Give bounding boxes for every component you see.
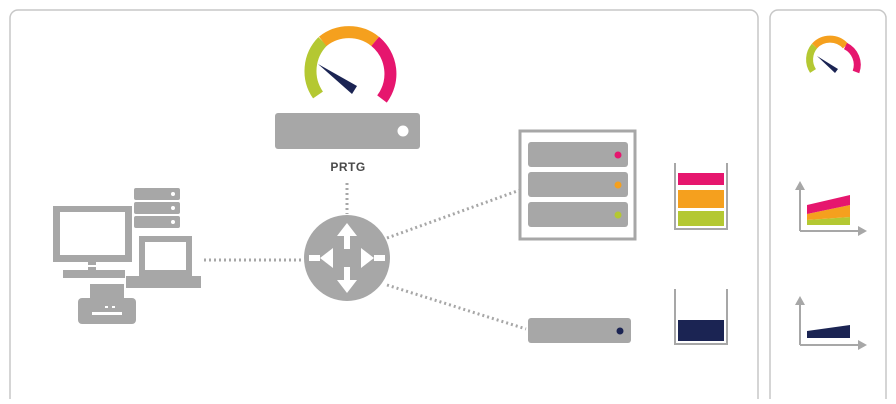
server-rack-icon bbox=[518, 129, 637, 241]
rack-led-pink bbox=[614, 151, 622, 159]
prtg-label: PRTG bbox=[330, 160, 366, 174]
side-panel bbox=[769, 9, 887, 399]
main-panel bbox=[9, 9, 759, 399]
prtg-server-icon bbox=[275, 113, 420, 149]
router-icon bbox=[304, 215, 390, 301]
stacked-area-chart-icon bbox=[795, 181, 867, 236]
storage-led-navy bbox=[616, 327, 624, 335]
rack-led-green bbox=[614, 211, 622, 219]
storage-device-icon bbox=[528, 318, 631, 343]
connector-router-storage bbox=[386, 283, 527, 331]
small-gauge-icon bbox=[806, 35, 861, 74]
rack-sensor-bucket bbox=[674, 163, 728, 230]
storage-sensor-bucket bbox=[674, 289, 728, 345]
rack-led-orange bbox=[614, 181, 622, 189]
connector-router-rack bbox=[386, 188, 521, 240]
gauge-icon bbox=[304, 26, 397, 103]
single-area-chart-icon bbox=[795, 296, 867, 350]
workstation-group-icon bbox=[53, 188, 201, 324]
